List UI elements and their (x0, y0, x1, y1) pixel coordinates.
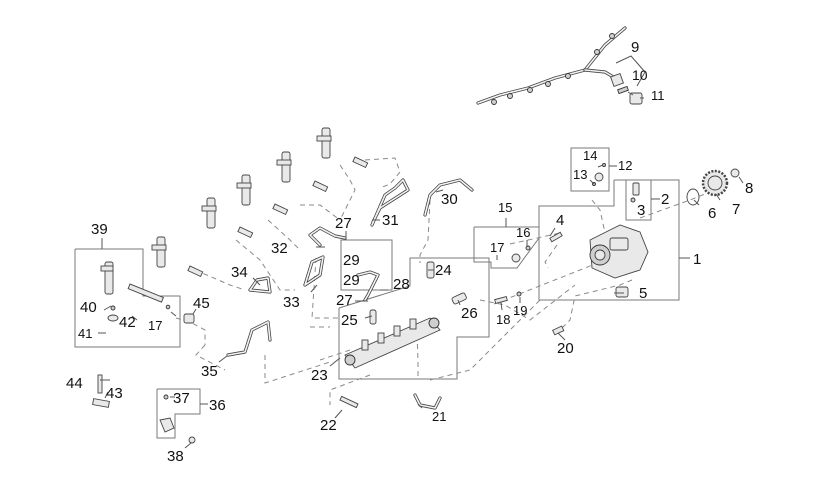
sensor-part (632, 182, 640, 196)
pressure-sensor-part (451, 292, 467, 305)
callout-23[interactable]: 23 (311, 367, 328, 384)
callout-37[interactable]: 37 (173, 390, 190, 407)
fitting-part (594, 172, 604, 182)
callout-45[interactable]: 45 (193, 295, 210, 312)
callout-14[interactable]: 14 (583, 148, 598, 163)
callout-11[interactable]: 11 (651, 88, 665, 103)
callout-41[interactable]: 41 (78, 326, 93, 341)
callout-17-pump[interactable]: 17 (490, 240, 505, 255)
callout-12[interactable]: 12 (618, 158, 633, 173)
box-fitting-kit (570, 147, 610, 192)
leader-lines (98, 91, 744, 449)
box-fuel-rail (338, 257, 490, 380)
box-sensor-kit (625, 179, 652, 221)
callout-8[interactable]: 8 (745, 180, 754, 197)
callout-18[interactable]: 18 (496, 312, 511, 327)
callout-27-top[interactable]: 27 (335, 215, 352, 232)
box-banjo-kit (473, 226, 540, 269)
callout-17-injector[interactable]: 17 (148, 318, 163, 333)
callout-25[interactable]: 25 (341, 312, 358, 329)
fuel-rail-part (339, 261, 467, 409)
callout-39[interactable]: 39 (91, 221, 108, 238)
callout-10[interactable]: 10 (632, 67, 648, 83)
callout-32[interactable]: 32 (271, 240, 288, 257)
callout-6[interactable]: 6 (708, 205, 717, 222)
stud-part (549, 231, 563, 243)
injector-clamp-part (92, 398, 110, 408)
box-fuel-line-kit (340, 239, 393, 291)
rail-bolt-part (339, 395, 359, 409)
fuel-lines (226, 178, 474, 410)
callout-30[interactable]: 30 (441, 191, 458, 208)
callout-7[interactable]: 7 (732, 201, 741, 218)
injectors (100, 127, 369, 324)
box-pump-assembly (538, 179, 680, 301)
clamp-parts (92, 374, 196, 444)
callout-3[interactable]: 3 (637, 202, 646, 219)
callout-22[interactable]: 22 (320, 417, 337, 434)
callout-43[interactable]: 43 (106, 385, 123, 402)
callout-33[interactable]: 33 (283, 294, 300, 311)
callout-38[interactable]: 38 (167, 448, 184, 465)
callout-26[interactable]: 26 (461, 305, 478, 322)
callout-9[interactable]: 9 (631, 39, 640, 56)
callout-15[interactable]: 15 (498, 200, 513, 215)
fuel-pump-part (494, 163, 740, 336)
box-clamp-kit (156, 388, 201, 439)
wiring-harness-part (476, 26, 643, 105)
group-boxes (74, 55, 690, 439)
callout-4[interactable]: 4 (556, 212, 565, 229)
callout-20[interactable]: 20 (557, 340, 574, 357)
callout-40[interactable]: 40 (80, 299, 97, 316)
bracket-harness (615, 55, 646, 73)
callout-44[interactable]: 44 (66, 375, 83, 392)
callout-27-bottom[interactable]: 27 (336, 292, 353, 309)
nut-part (183, 313, 195, 324)
callout-36[interactable]: 36 (209, 397, 226, 414)
callout-2[interactable]: 2 (661, 191, 670, 208)
callout-42[interactable]: 42 (119, 314, 136, 331)
callout-24[interactable]: 24 (435, 262, 452, 279)
callout-19[interactable]: 19 (513, 303, 528, 318)
box-injector-assembly (74, 248, 181, 348)
callout-35[interactable]: 35 (201, 363, 218, 380)
callout-21[interactable]: 21 (432, 409, 447, 424)
gear-nut-part (730, 168, 740, 178)
callout-5[interactable]: 5 (639, 285, 648, 302)
callout-31[interactable]: 31 (382, 212, 399, 229)
callout-29-bottom[interactable]: 29 (343, 272, 360, 289)
callout-13[interactable]: 13 (573, 167, 588, 182)
callout-16[interactable]: 16 (516, 225, 531, 240)
metering-valve-part (615, 286, 629, 298)
callout-28[interactable]: 28 (393, 276, 410, 293)
callout-34[interactable]: 34 (231, 264, 248, 281)
harness-seal-part (617, 85, 629, 95)
o-ring-part (686, 188, 700, 206)
callout-1[interactable]: 1 (693, 251, 702, 268)
flow-limiter-part (369, 309, 377, 325)
callout-29-top[interactable]: 29 (343, 252, 360, 269)
